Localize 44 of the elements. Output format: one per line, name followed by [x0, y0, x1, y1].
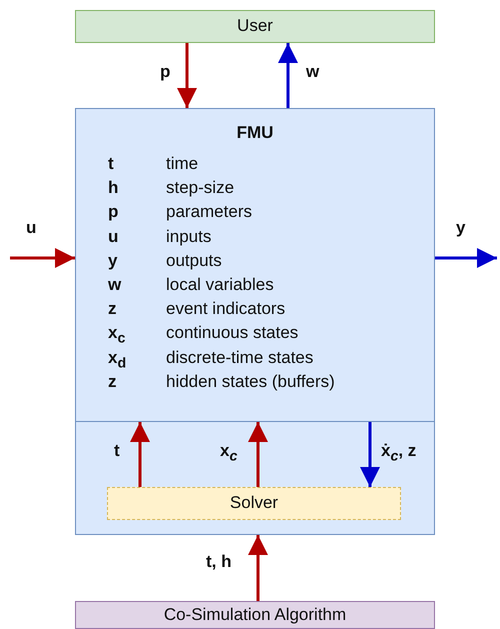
- box-label: Solver: [228, 492, 280, 514]
- variable-description: outputs: [166, 250, 222, 272]
- variable-symbol: h: [108, 177, 118, 200]
- arrow: [435, 248, 497, 268]
- arrow: [278, 43, 298, 108]
- variable-description: inputs: [166, 226, 212, 248]
- variable-description: local variables: [166, 274, 274, 296]
- edge-label: ẋ$_{c}$, z: [381, 441, 416, 466]
- variable-description: time: [166, 153, 198, 175]
- algorithm-box: [75, 601, 435, 629]
- arrow: [248, 535, 268, 601]
- fmu-box: [75, 108, 435, 535]
- variable-symbol: x$_{c}$: [108, 322, 126, 349]
- edge-label: t, h: [206, 552, 232, 572]
- edge-label: p: [160, 62, 170, 82]
- variable-symbol: y: [108, 250, 118, 272]
- variable-description: continuous states: [166, 322, 298, 344]
- arrow: [360, 422, 380, 487]
- edge-label: x$_{c}$: [220, 441, 238, 466]
- variable-description: hidden states (buffers): [166, 370, 335, 393]
- variable-symbol: z: [108, 298, 116, 320]
- box-label: User: [236, 15, 274, 37]
- solver-box: [107, 487, 401, 520]
- variable-symbol: w: [108, 274, 122, 296]
- variable-description: step-size: [166, 177, 234, 200]
- edge-label: w: [306, 62, 320, 82]
- arrow: [130, 422, 150, 487]
- panel-heading: FMU: [236, 122, 274, 144]
- variable-symbol: u: [108, 226, 118, 248]
- box-label: Co-Simulation Algorithm: [162, 604, 348, 626]
- variable-description: event indicators: [166, 298, 286, 320]
- variable-symbol: t: [108, 153, 114, 175]
- arrow: [177, 43, 197, 108]
- variable-description: discrete-time states: [166, 346, 314, 369]
- arrow: [248, 422, 268, 487]
- variable-symbol: x$_{d}$: [108, 346, 126, 373]
- edge-label: y: [456, 218, 466, 238]
- edge-label: t: [114, 441, 120, 461]
- variable-description: parameters: [166, 201, 252, 224]
- variable-symbol: p: [108, 201, 118, 224]
- variable-symbol: z: [108, 370, 116, 393]
- edge-label: u: [26, 218, 36, 238]
- user-box: [75, 10, 435, 43]
- arrow: [10, 248, 75, 268]
